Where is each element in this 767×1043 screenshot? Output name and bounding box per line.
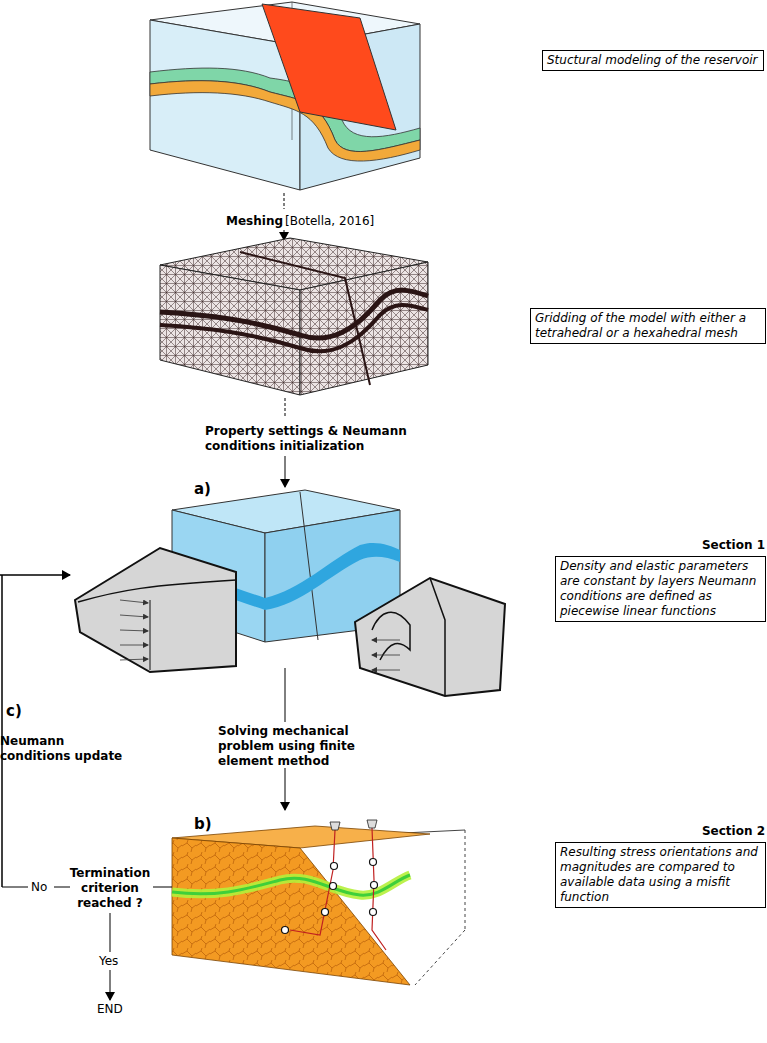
drawing-part [160,305,428,351]
drawing-part [262,4,396,130]
drawing-part [150,600,151,670]
section-heading: Section 2 [702,824,765,839]
drawing-part [1,575,3,887]
annotation-label: Meshing [226,214,283,229]
drawing-part [372,640,400,641]
drawing-part [430,578,445,696]
drawing-part [285,456,286,487]
drawing-part [370,859,377,866]
drawing-part [290,830,335,935]
box-text: Stuctural modeling of the reservoir [547,53,759,68]
description-box: Section 1Density and elastic parameters … [555,556,766,622]
box-text: Resulting stress orientations and magnit… [560,845,761,905]
drawing-part [160,290,428,338]
annotation-label: a) [194,480,211,498]
drawing-part [331,863,338,870]
annotation-label: Solving mechanical problem using finite … [218,724,376,769]
annotation-label: Property settings & Neumann conditions i… [205,424,445,454]
drawing-part [372,655,400,656]
drawing-part [284,193,285,209]
drawing-part [322,909,329,916]
annotation-label: c) [6,702,22,720]
drawing-part [370,909,377,916]
drawing-part [330,883,337,890]
drawing-part [330,822,340,830]
drawing-part [372,612,410,660]
drawing-part [300,262,428,395]
drawing-part [78,580,236,602]
drawing-part [120,600,148,603]
drawing-part [2,887,28,888]
description-box: Stuctural modeling of the reservoir [542,50,764,71]
drawing-part [110,970,111,1000]
loaded-block [75,490,505,696]
drawing-part [172,838,410,985]
drawing-part [284,230,285,240]
drawing-part [372,670,400,671]
structural-model [150,2,420,190]
description-box: Section 2Resulting stress orientations a… [555,842,766,908]
drawing-part [285,768,286,810]
drawing-part [330,820,377,830]
mesh-model [160,238,428,395]
stress-result [172,820,465,985]
annotation-label: b) [194,815,212,833]
drawing-part [415,930,465,985]
drawing-part [282,859,378,934]
drawing-part [285,668,286,722]
drawing-part [265,543,400,610]
drawing-part [153,887,172,888]
drawing-part [371,882,378,889]
drawing-part [355,578,505,696]
description-box: Gridding of the model with either a tetr… [530,308,766,344]
annotation-label: No [31,880,47,895]
drawing-part [372,640,400,670]
drawing-part [75,548,236,672]
box-text: Density and elastic parameters are const… [560,559,761,619]
drawing-part [282,927,289,934]
annotation-label: Termination criterion reached ? [65,866,155,911]
drawing-part [120,659,148,660]
drawing-part [300,492,318,640]
drawing-part [120,645,148,646]
annotation-label: Neumann conditions update [0,734,135,764]
drawing-part [240,252,370,385]
drawing-part [54,887,70,888]
drawing-part [0,574,70,576]
section-heading: Section 1 [702,538,765,553]
drawing-part [120,600,148,660]
annotation-label: END [97,1002,123,1017]
drawing-part [110,913,111,952]
drawing-part [465,830,466,930]
drawing-part [120,630,148,631]
box-text: Gridding of the model with either a tetr… [535,311,761,341]
annotation-label: [Botella, 2016] [285,214,374,229]
drawing-part [367,820,377,828]
annotation-label: Yes [99,954,118,969]
drawing-part [285,398,286,416]
drawing-part [120,615,148,617]
